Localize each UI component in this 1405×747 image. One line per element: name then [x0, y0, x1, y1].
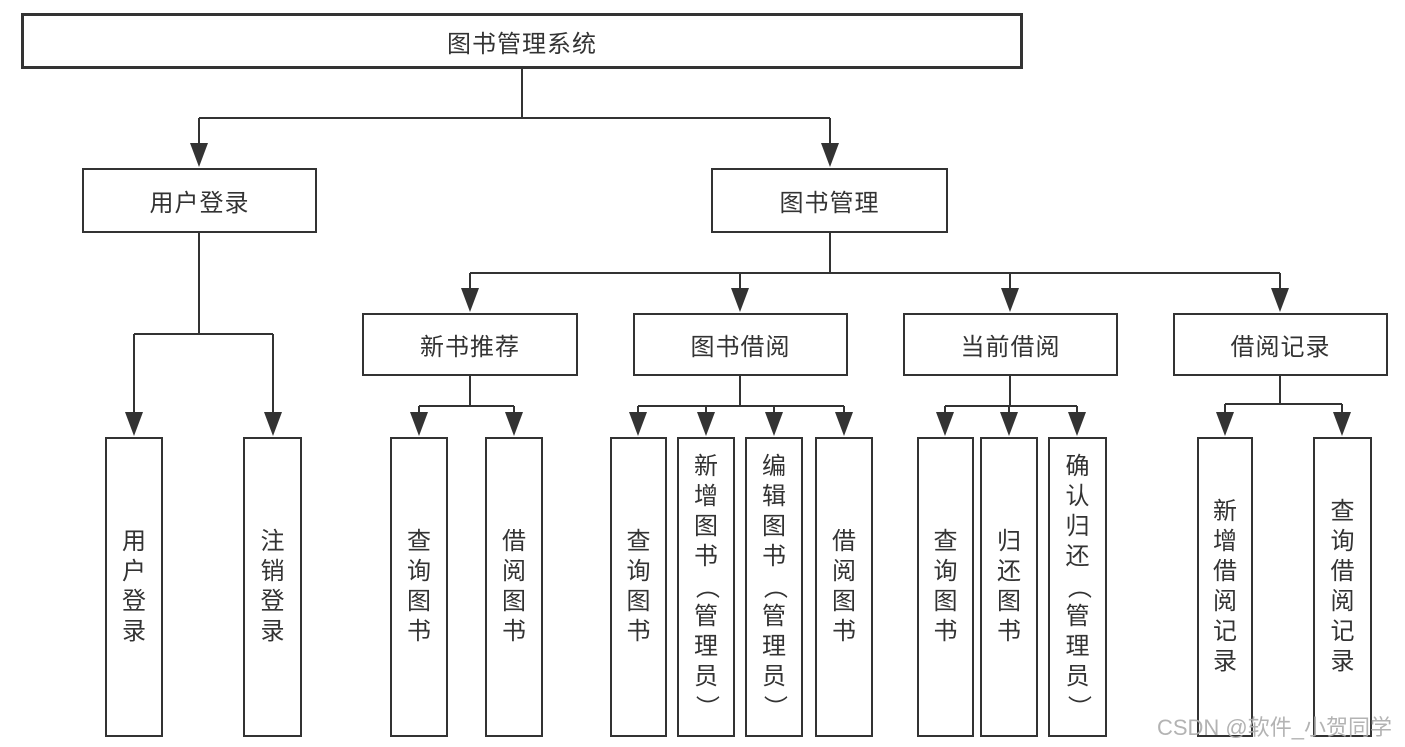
node-borrowing-records: 借阅记录	[1173, 313, 1388, 376]
node-label: 用户登录	[149, 190, 250, 217]
leaf-query-books-recommend: 查询图书	[390, 437, 448, 737]
leaf-label: 用户登录	[122, 528, 146, 645]
leaf-return-book: 归还图书	[980, 437, 1038, 737]
arrow-down-icons	[125, 143, 1351, 436]
leaf-label: 借阅图书	[832, 528, 856, 645]
leaf-label: 归还图书	[997, 528, 1021, 645]
leaf-query-books-borrow: 查询图书	[610, 437, 667, 737]
leaf-label: 新增图书（管理员）	[693, 453, 720, 719]
node-label: 图书管理	[779, 190, 880, 217]
node-new-book-recommendation: 新书推荐	[362, 313, 578, 376]
leaf-borrow-books: 借阅图书	[815, 437, 873, 737]
leaf-logout: 注销登录	[243, 437, 302, 737]
leaf-query-books-current: 查询图书	[917, 437, 974, 737]
node-label: 借阅记录	[1230, 334, 1331, 361]
node-label: 图书管理系统	[447, 30, 597, 58]
node-label: 图书借阅	[690, 334, 791, 361]
leaf-label: 查询图书	[626, 528, 651, 645]
node-book-management: 图书管理	[711, 168, 948, 233]
leaf-query-borrow-record: 查询借阅记录	[1313, 437, 1372, 737]
csdn-watermark: CSDN @软件_小贺同学	[1156, 715, 1392, 740]
leaf-label: 借阅图书	[502, 528, 526, 645]
leaf-add-book-admin: 新增图书（管理员）	[677, 437, 735, 737]
node-book-borrowing: 图书借阅	[633, 313, 848, 376]
leaf-label: 查询图书	[933, 528, 958, 645]
leaf-user-login: 用户登录	[105, 437, 163, 737]
leaf-add-borrow-record: 新增借阅记录	[1197, 437, 1253, 737]
leaf-label: 新增借阅记录	[1213, 498, 1237, 675]
leaf-label: 注销登录	[260, 528, 285, 645]
node-user-login: 用户登录	[82, 168, 317, 233]
node-current-borrowing: 当前借阅	[903, 313, 1118, 376]
leaf-label: 编辑图书（管理员）	[761, 453, 788, 719]
node-library-management-system: 图书管理系统	[21, 13, 1023, 69]
node-label: 新书推荐	[420, 334, 520, 361]
leaf-borrow-books-recommend: 借阅图书	[485, 437, 543, 737]
leaf-label: 查询借阅记录	[1330, 498, 1355, 675]
node-label: 当前借阅	[960, 334, 1061, 361]
leaf-label: 确认归还（管理员）	[1064, 453, 1092, 719]
leaf-label: 查询图书	[407, 528, 431, 645]
leaf-edit-book-admin: 编辑图书（管理员）	[745, 437, 803, 737]
leaf-confirm-return-admin: 确认归还（管理员）	[1048, 437, 1107, 737]
